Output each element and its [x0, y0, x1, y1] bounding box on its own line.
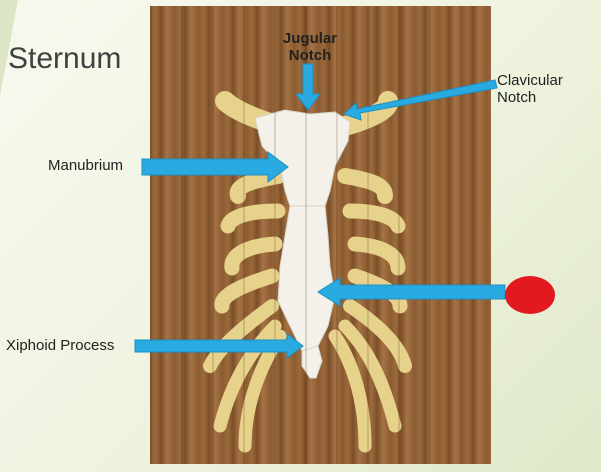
- clavicular-notch-arrow: [343, 79, 498, 121]
- jugular-notch-label: Jugular Notch: [280, 30, 340, 64]
- sternum-model-photo: [150, 6, 491, 464]
- manubrium-label: Manubrium: [48, 157, 124, 174]
- sternum-body-arrow: [317, 277, 506, 307]
- clavicular-notch-label: Clavicular Notch: [497, 72, 563, 106]
- manubrium-arrow: [141, 151, 289, 183]
- jugular-notch-label-line1: Jugular: [282, 30, 338, 47]
- xiphoid-process-label: Xiphoid Process: [6, 337, 115, 354]
- red-dot-marker: [505, 276, 555, 314]
- jugular-notch-label-line2: Notch: [288, 47, 332, 64]
- clavicular-notch-label-line2: Notch: [497, 89, 537, 106]
- slide-title: Sternum: [8, 42, 122, 75]
- clavicular-notch-label-line1: Clavicular: [497, 72, 563, 89]
- slide-corner-accent: [0, 0, 18, 96]
- xiphoid-process-arrow: [134, 333, 304, 359]
- jugular-notch-arrow: [295, 63, 321, 111]
